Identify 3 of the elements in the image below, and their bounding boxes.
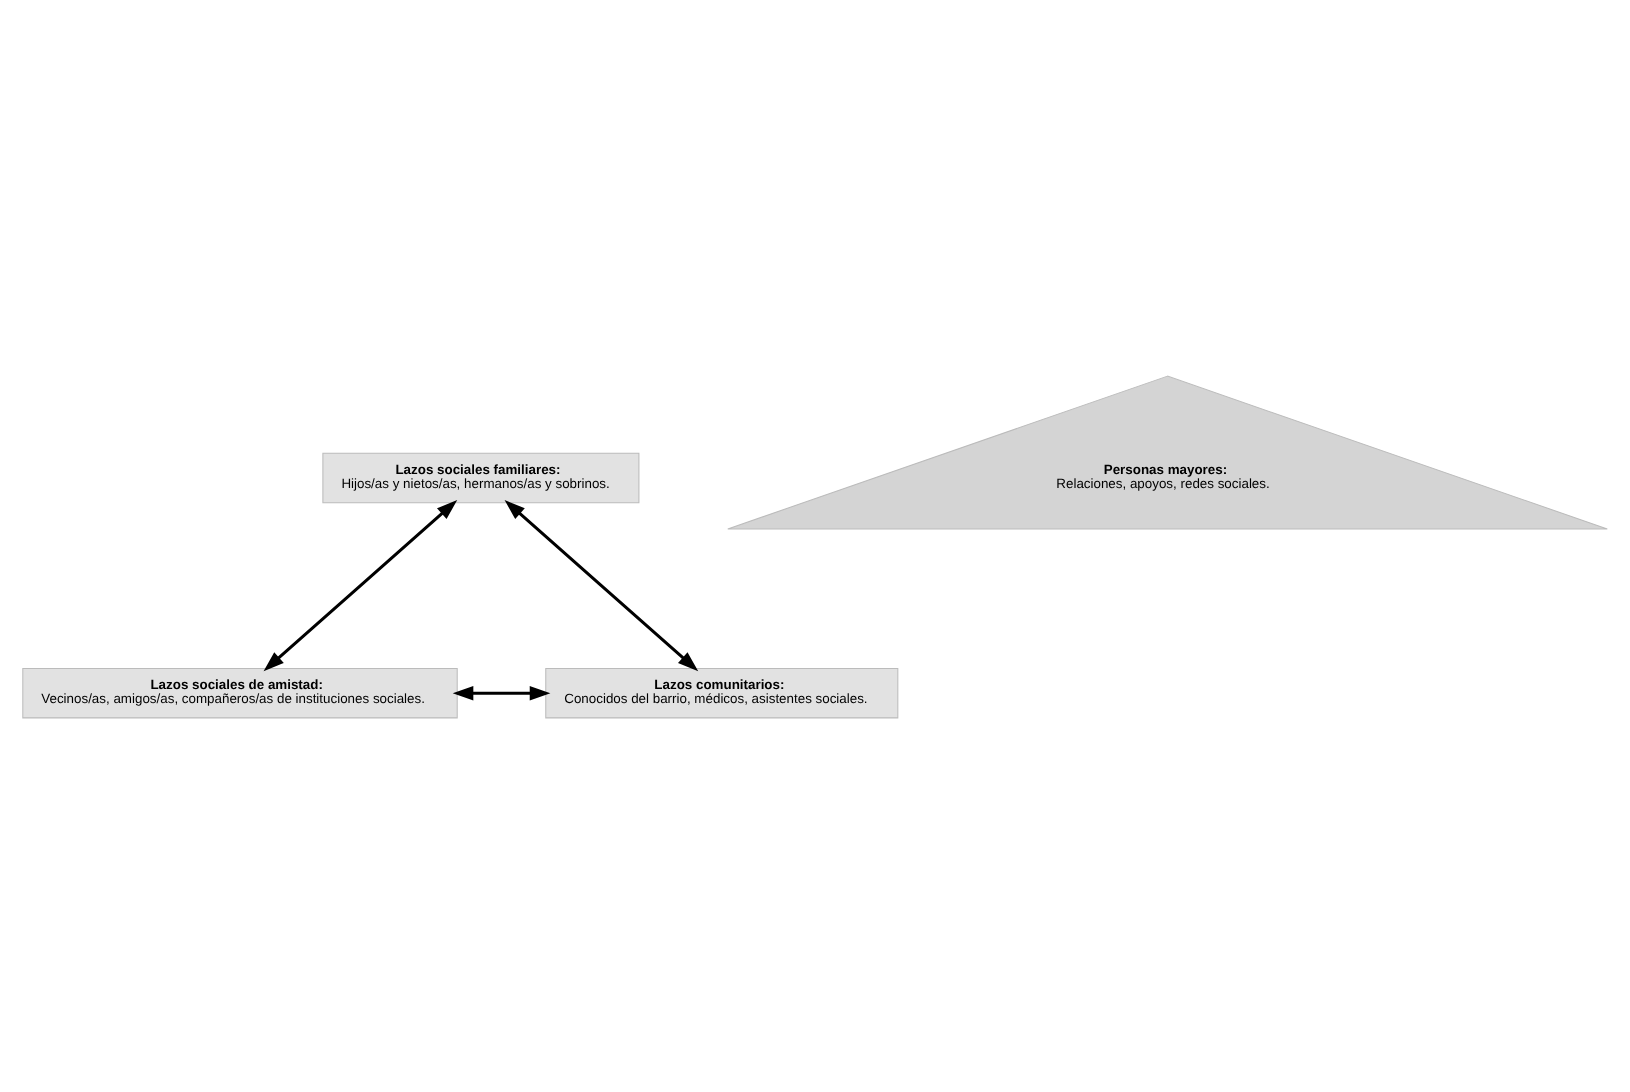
arrow [504, 499, 699, 671]
arrow [263, 499, 458, 671]
arrow [452, 684, 551, 700]
